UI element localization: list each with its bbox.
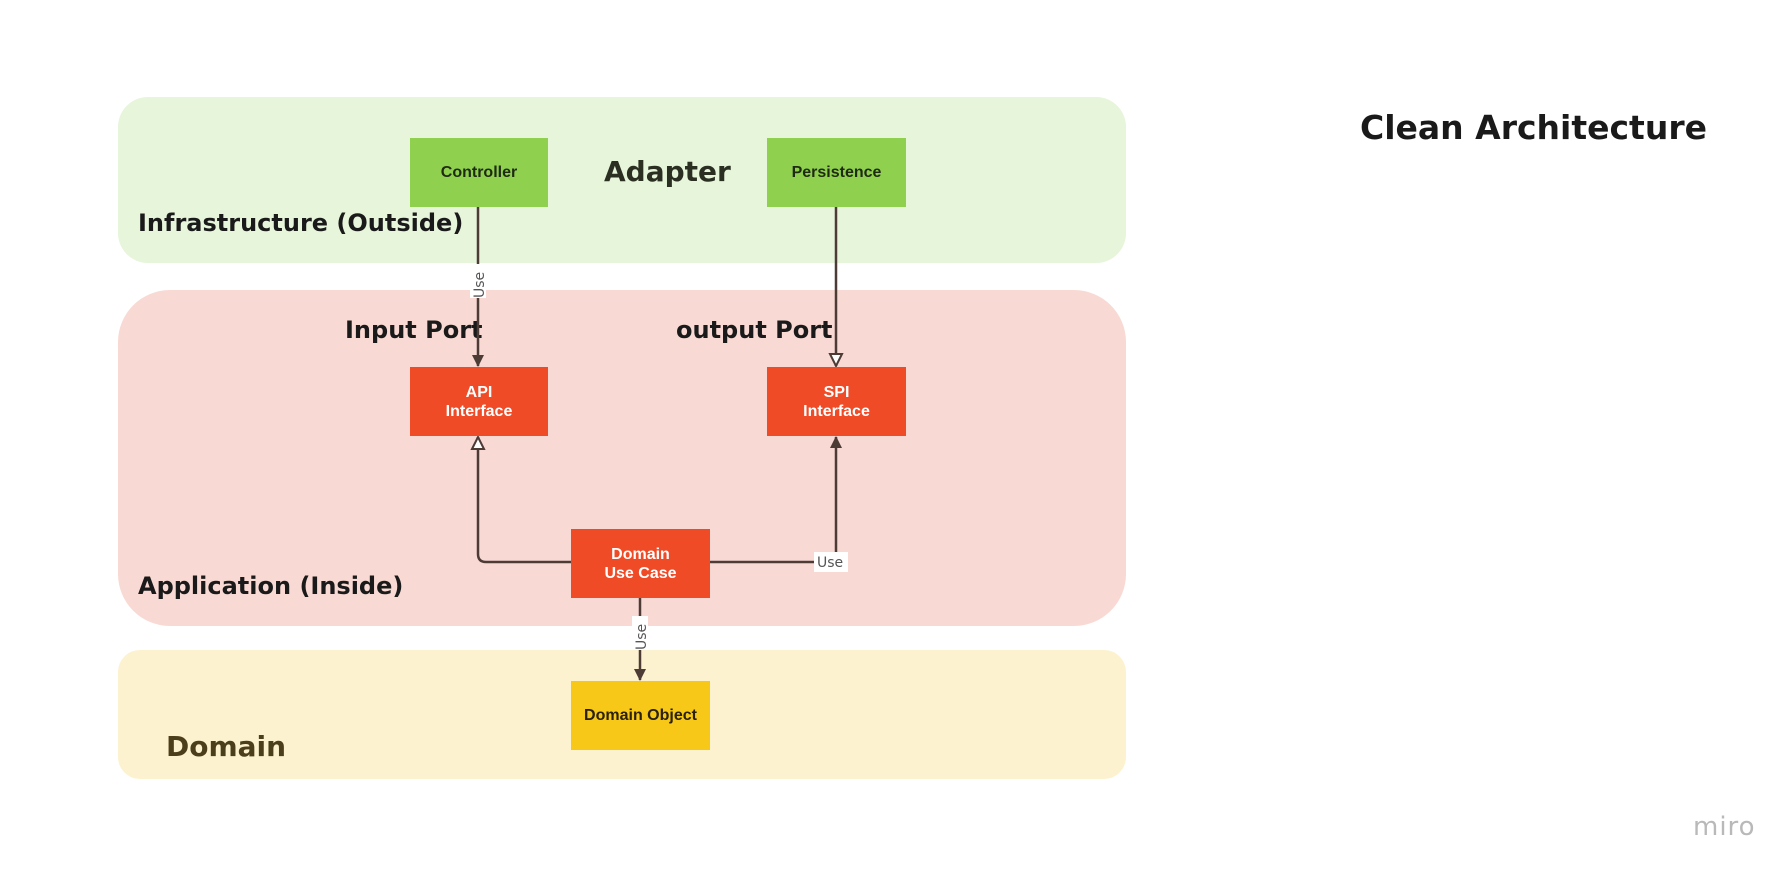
application-label: Application (Inside) — [138, 572, 404, 600]
controller-label: Controller — [440, 164, 518, 181]
api-interface-box[interactable]: API Interface — [410, 367, 548, 436]
persistence-box[interactable]: Persistence — [767, 138, 906, 207]
use-label-usecase-domainobject: Use — [634, 624, 650, 650]
persistence-label: Persistence — [791, 164, 882, 181]
edge-usecase-spi — [710, 436, 842, 564]
domain-object-label: Domain Object — [584, 707, 697, 724]
use-label-controller-api: Use — [472, 272, 488, 298]
adapter-label: Adapter — [604, 155, 731, 188]
infrastructure-zone — [118, 97, 1126, 263]
miro-watermark: miro — [1693, 812, 1756, 842]
domain-label: Domain — [166, 730, 287, 763]
spi-label-line2: Interface — [803, 402, 870, 420]
domain-use-case-box[interactable]: Domain Use Case — [571, 529, 710, 598]
infrastructure-label: Infrastructure (Outside) — [138, 209, 464, 237]
use-label-usecase-spi: Use — [817, 555, 843, 571]
input-port-label: Input Port — [345, 316, 483, 344]
page-title: Clean Architecture — [1360, 108, 1707, 147]
usecase-label-line2: Use Case — [604, 564, 677, 582]
domain-object-box[interactable]: Domain Object — [571, 681, 710, 750]
spi-interface-box[interactable]: SPI Interface — [767, 367, 906, 436]
output-port-label: output Port — [676, 316, 833, 344]
api-label-line2: Interface — [445, 402, 513, 420]
api-label-line1: API — [465, 383, 493, 401]
usecase-label-line1: Domain — [611, 545, 670, 563]
spi-label-line1: SPI — [823, 383, 850, 401]
edge-usecase-api — [478, 437, 571, 564]
controller-box[interactable]: Controller — [410, 138, 548, 207]
